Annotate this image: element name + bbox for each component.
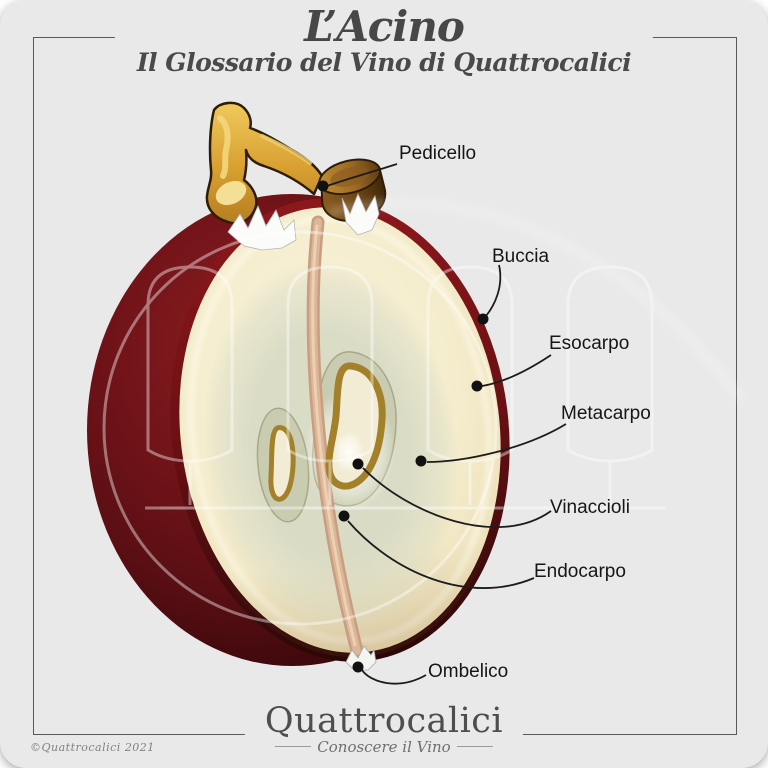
header: L’Acino Il Glossario del Vino di Quattro… [114, 2, 654, 78]
dot-vinaccioli [352, 458, 364, 470]
leader-endocarpo [347, 520, 535, 589]
leader-buccia [485, 264, 502, 317]
label-buccia: Buccia [492, 246, 550, 267]
label-metacarpo: Metacarpo [561, 403, 651, 424]
leader-metacarpo [426, 423, 567, 463]
leader-pedicello [326, 163, 398, 187]
tagline-dash-left [275, 746, 312, 748]
dot-pedicello [317, 180, 329, 192]
brand-wordmark: Quattrocalici [264, 701, 504, 741]
leader-ombelico [361, 669, 427, 685]
dot-esocarpo [471, 380, 483, 392]
dot-ombelico [352, 661, 364, 673]
central-axis [306, 215, 364, 658]
dot-metacarpo [415, 455, 427, 467]
tagline-dash-right [456, 746, 493, 748]
label-pedicello: Pedicello [399, 143, 477, 164]
seed-left [268, 425, 296, 502]
page-subtitle: Il Glossario del Vino di Quattrocalici [136, 47, 632, 77]
copyright-note: ©Quattrocalici 2021 [30, 741, 155, 754]
brand-tagline-row: Conoscere il Vino [265, 738, 503, 756]
dot-endocarpo [338, 510, 350, 522]
label-vinaccioli: Vinaccioli [550, 497, 630, 518]
label-ombelico: Ombelico [428, 661, 509, 682]
leader-esocarpo [481, 354, 552, 387]
torn-tissue-left [227, 204, 297, 251]
page-title: L’Acino [304, 2, 465, 51]
label-endocarpo: Endocarpo [534, 561, 626, 582]
label-esocarpo: Esocarpo [549, 333, 630, 354]
brand-tagline: Conoscere il Vino [317, 737, 451, 756]
leader-vinaccioli [362, 467, 552, 529]
footer: Quattrocalici Conoscere il Vino [244, 701, 524, 756]
dot-buccia [477, 313, 489, 325]
